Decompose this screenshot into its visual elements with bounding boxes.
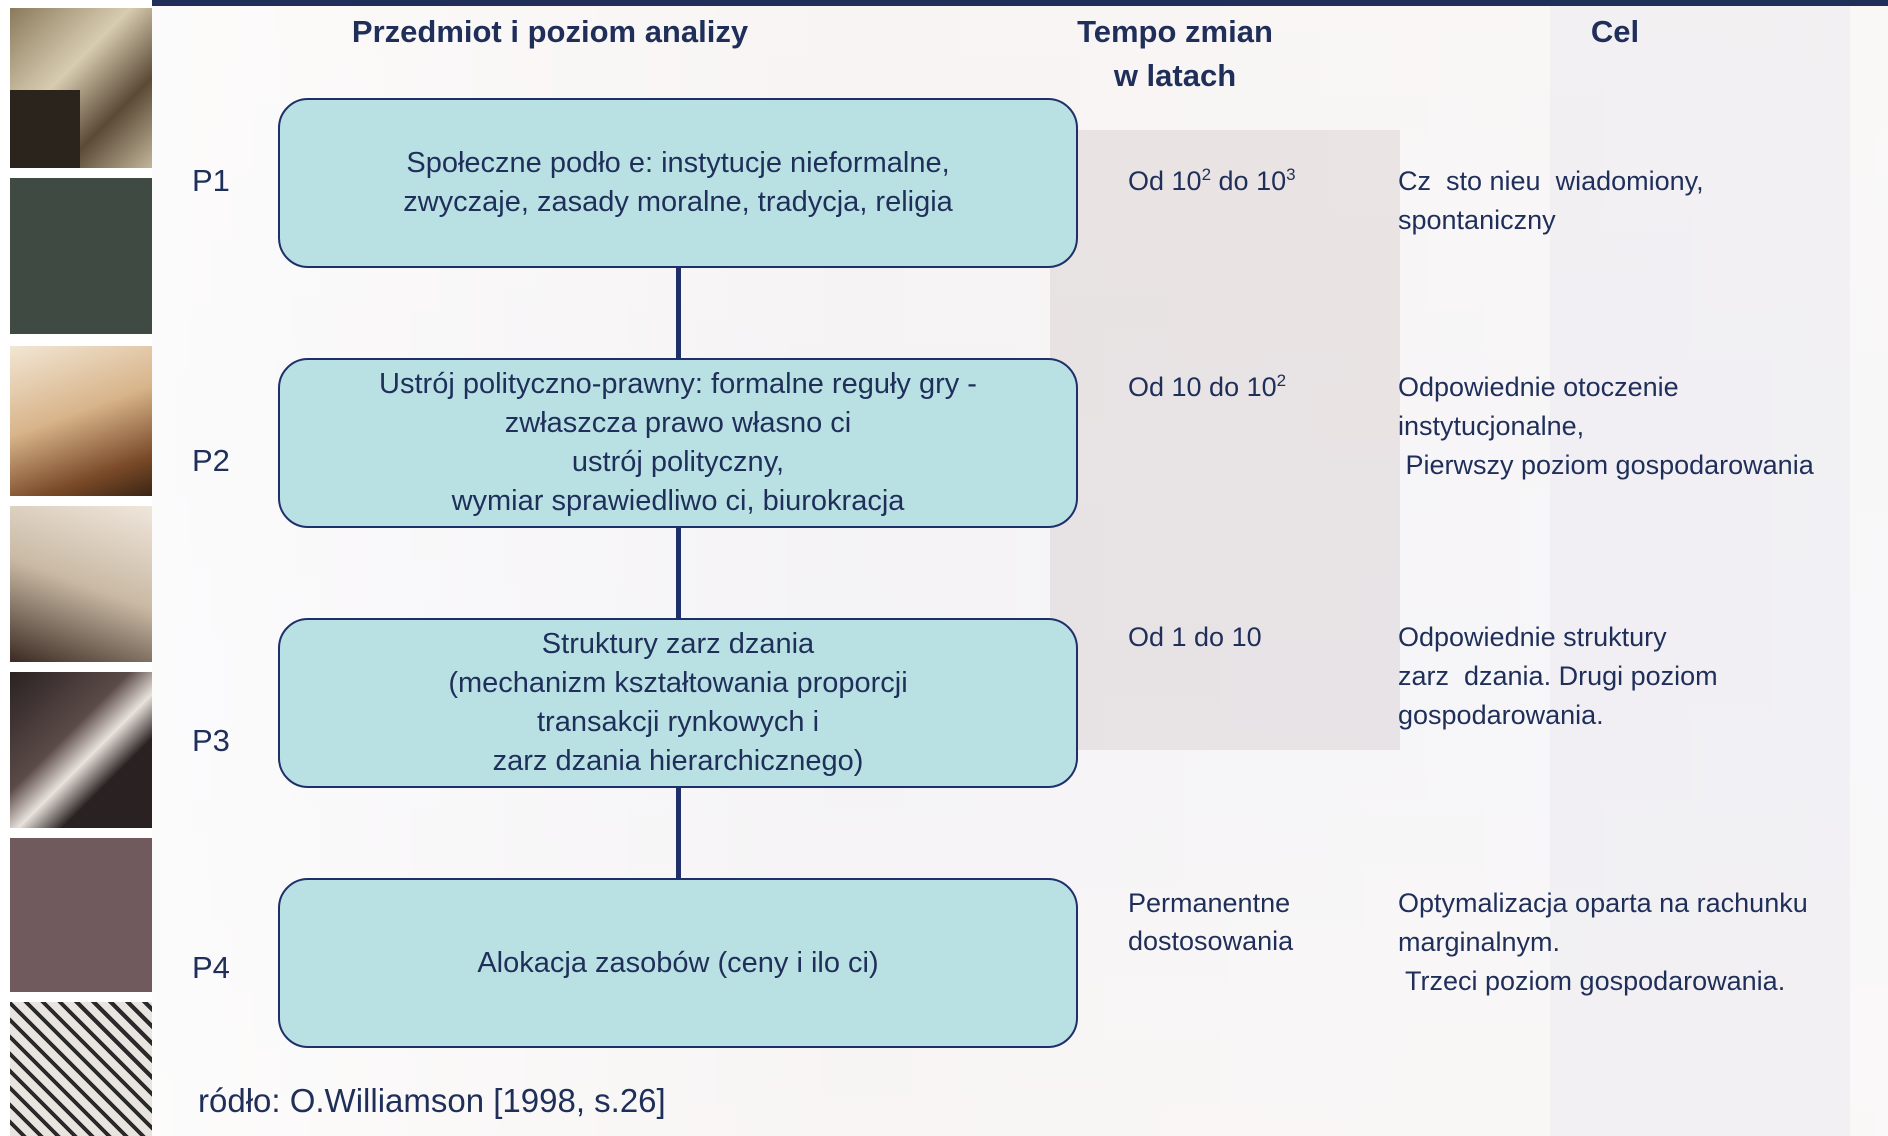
photo-tile bbox=[10, 178, 152, 334]
header-tempo-line: w latach bbox=[1113, 58, 1237, 93]
goal-p1: Cz sto nieu wiadomiony, spontaniczny bbox=[1398, 166, 1704, 235]
photo-tile-book bbox=[10, 346, 152, 496]
box-p1: Społeczne podło e: instytucje nieformaln… bbox=[278, 98, 1078, 268]
box-p4: Alokacja zasobów (ceny i ilo ci) bbox=[278, 878, 1078, 1048]
header-goal: Cel bbox=[1590, 14, 1640, 49]
box-line: ustrój polityczny, bbox=[571, 446, 785, 478]
box-line: Alokacja zasobów (ceny i ilo ci) bbox=[477, 946, 879, 979]
header-tempo-line: Tempo zmian bbox=[1077, 14, 1273, 49]
tempo-text: Od 10 do 10 bbox=[1128, 372, 1277, 402]
tempo-p4: Permanentne dostosowania bbox=[1128, 884, 1293, 960]
box-line: Struktury zarz dzania bbox=[541, 628, 815, 660]
goal-p4: Optymalizacja oparta na rachunku margina… bbox=[1398, 888, 1808, 996]
row-label-p1: P1 bbox=[192, 163, 230, 198]
tempo-text: Od 10 bbox=[1128, 166, 1202, 196]
box-p3: Struktury zarz dzania (mechanizm kształt… bbox=[278, 618, 1078, 788]
tempo-p3: Od 1 do 10 bbox=[1128, 622, 1262, 652]
box-line: transakcji rynkowych i bbox=[536, 706, 820, 738]
tempo-p2: Od 10 do 102 bbox=[1128, 368, 1286, 406]
header-tempo: Tempo zmian w latach bbox=[1050, 10, 1300, 98]
photo-tile bbox=[10, 90, 80, 168]
background-panel bbox=[1550, 0, 1850, 1136]
top-border bbox=[0, 0, 1888, 6]
connector-line bbox=[676, 528, 681, 618]
row-label-p2: P2 bbox=[192, 443, 230, 478]
photo-tile bbox=[10, 838, 152, 992]
tempo-exponent: 2 bbox=[1201, 165, 1212, 184]
goal-p3: Odpowiednie struktury zarz dzania. Drugi… bbox=[1398, 622, 1718, 730]
goal-p2: Odpowiednie otoczenie instytucjonalne, P… bbox=[1398, 372, 1814, 480]
box-line: zarz dzania hierarchicznego) bbox=[492, 745, 864, 777]
tempo-text: do 10 bbox=[1211, 166, 1287, 196]
photo-tile bbox=[10, 672, 152, 828]
background-panel bbox=[1050, 130, 1400, 750]
tempo-exponent: 2 bbox=[1276, 371, 1287, 390]
box-line: Ustrój polityczno-prawny: formalne reguł… bbox=[379, 368, 977, 400]
tempo-line: Permanentne bbox=[1128, 888, 1291, 918]
tempo-exponent: 3 bbox=[1286, 165, 1296, 184]
photo-strip bbox=[0, 0, 152, 1136]
box-line: zwyczaje, zasady moralne, tradycja, reli… bbox=[403, 186, 953, 218]
photo-tile-glasses bbox=[10, 506, 152, 662]
photo-tile bbox=[10, 1002, 152, 1136]
box-line: (mechanizm kształtowania proporcji bbox=[448, 667, 908, 699]
source-caption: ródło: O.Williamson [1998, s.26] bbox=[198, 1082, 666, 1119]
row-label-p3: P3 bbox=[192, 723, 230, 758]
tempo-p1: Od 102 do 103 bbox=[1128, 162, 1296, 200]
connector-line bbox=[676, 788, 681, 878]
box-line: zwłaszcza prawo własno ci bbox=[504, 407, 852, 439]
connector-line bbox=[676, 268, 681, 358]
tempo-line: dostosowania bbox=[1128, 926, 1294, 956]
row-label-p4: P4 bbox=[192, 950, 230, 985]
box-line: wymiar sprawiedliwo ci, biurokracja bbox=[451, 485, 905, 517]
box-p2: Ustrój polityczno-prawny: formalne reguł… bbox=[278, 358, 1078, 528]
box-line: Społeczne podło e: instytucje nieformaln… bbox=[406, 147, 950, 179]
header-subject: Przedmiot i poziom analizy bbox=[351, 14, 749, 49]
